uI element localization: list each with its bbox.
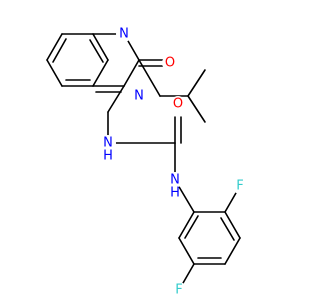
amine-nitrogen-label: N [103,136,113,151]
bond [224,211,241,239]
bond [220,217,235,241]
bond [123,59,140,87]
bond [92,33,109,61]
atom-labels: N O N N H O N H F F [100,26,248,298]
bond-layer [46,33,241,291]
atom-bg [116,26,132,42]
bond [224,237,241,265]
atom-bg [170,96,186,112]
oxygen-label: O [165,56,175,71]
bond [89,39,104,63]
bond [107,85,125,113]
molecule-diagram: N O N N H O N H F F [46,26,248,298]
atom-bg [131,88,147,104]
atom-bg [232,178,248,194]
fluorine-label: F [175,283,182,298]
bond [184,215,199,239]
fluorine-label: F [236,179,243,194]
atom-bg [167,172,183,188]
bond [92,59,109,87]
bond [178,211,195,239]
nitrogen-label: N [134,89,144,104]
urea-oxygen-label: O [173,97,183,112]
bond [46,59,63,87]
bond [187,95,206,123]
atom-bg [171,282,187,298]
bond [46,33,63,61]
bond [138,59,161,97]
hydrogen-label: H [170,186,180,201]
bond [178,237,195,265]
atom-bg [100,135,116,151]
atom-bg [162,55,178,71]
bond [187,69,206,97]
bond [52,38,67,63]
amide-nitrogen-label: N [170,173,180,188]
nitrogen-label: N [119,27,129,42]
hydrogen-label: H [103,149,113,164]
